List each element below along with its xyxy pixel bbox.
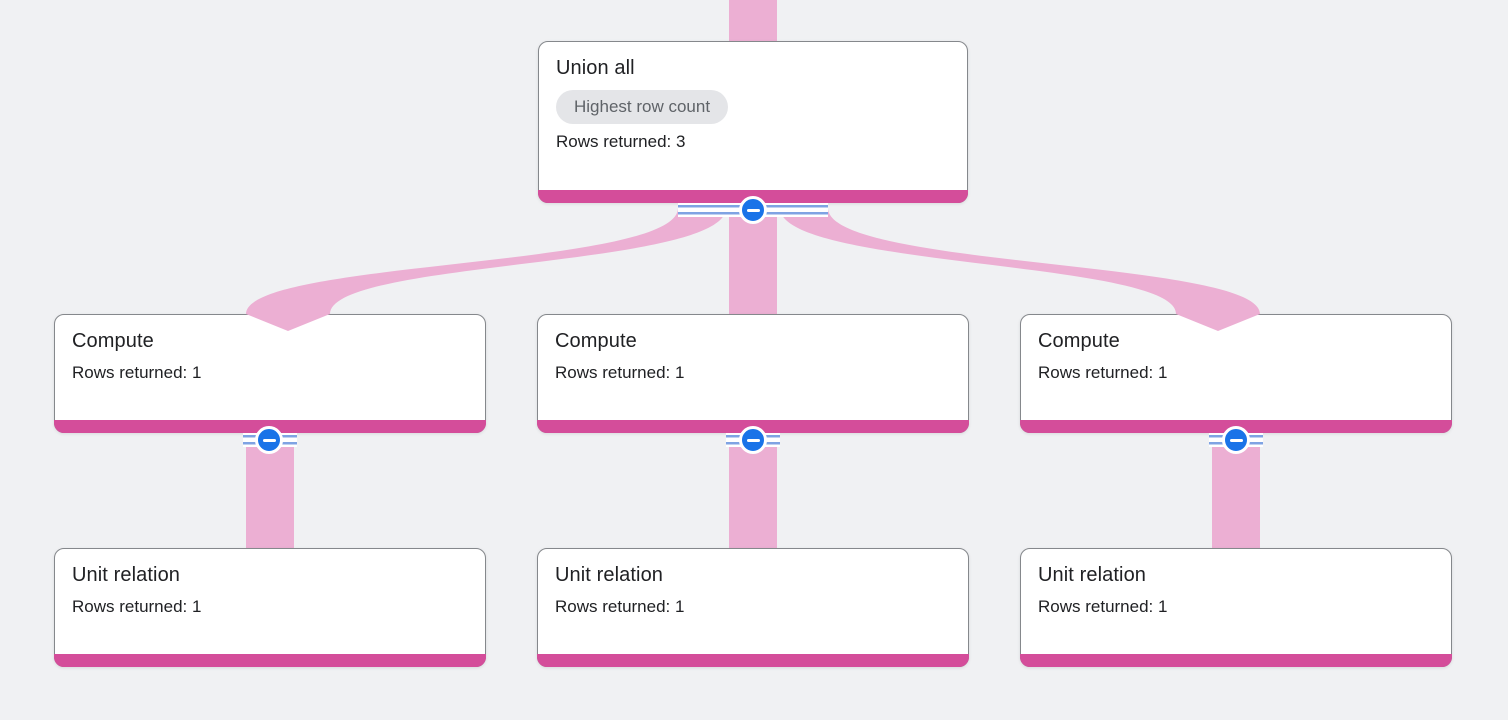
- edge-union-to-compute-1: [246, 208, 726, 331]
- collapse-compute-2-button[interactable]: [739, 426, 767, 454]
- node-bottom-bar: [537, 654, 969, 667]
- edge-compute-2-to-unit-2: [729, 445, 777, 552]
- node-title: Unit relation: [1038, 564, 1147, 586]
- rows-returned-label: Rows returned: 1: [1038, 597, 1168, 616]
- rows-returned-label: Rows returned: 1: [555, 363, 685, 382]
- edge-compute-3-to-unit-3: [1212, 445, 1260, 552]
- node-title: Unit relation: [72, 564, 181, 586]
- node-bottom-bar: [1020, 654, 1452, 667]
- collapse-compute-3-button[interactable]: [1222, 426, 1250, 454]
- node-title: Compute: [1038, 330, 1120, 352]
- node-unit-relation-2[interactable]: Unit relation Rows returned: 1: [537, 548, 969, 667]
- minus-icon: [1229, 438, 1243, 442]
- node-compute-2[interactable]: Compute Rows returned: 1: [537, 314, 969, 433]
- node-title: Compute: [72, 330, 154, 352]
- minus-icon: [746, 208, 760, 212]
- rows-returned-label: Rows returned: 1: [555, 597, 685, 616]
- edge-union-to-compute-2: [729, 205, 777, 320]
- highest-row-count-badge: Highest row count: [556, 90, 729, 124]
- rows-returned-label: Rows returned: 1: [1038, 363, 1168, 382]
- rows-returned-label: Rows returned: 1: [72, 363, 202, 382]
- collapse-union-all-button[interactable]: [739, 196, 767, 224]
- collapse-compute-1-button[interactable]: [255, 426, 283, 454]
- minus-icon: [262, 438, 276, 442]
- node-title: Unit relation: [555, 564, 664, 586]
- edge-root-input: [729, 0, 777, 50]
- node-union-all[interactable]: Union all Highest row count Rows returne…: [538, 41, 968, 203]
- rows-returned-label: Rows returned: 1: [72, 597, 202, 616]
- node-unit-relation-1[interactable]: Unit relation Rows returned: 1: [54, 548, 486, 667]
- node-title: Compute: [555, 330, 637, 352]
- node-title: Union all: [556, 57, 635, 79]
- edge-compute-1-to-unit-1: [246, 445, 294, 552]
- node-unit-relation-3[interactable]: Unit relation Rows returned: 1: [1020, 548, 1452, 667]
- rows-returned-label: Rows returned: 3: [556, 132, 686, 151]
- minus-icon: [746, 438, 760, 442]
- node-bottom-bar: [54, 654, 486, 667]
- edge-union-to-compute-3: [780, 208, 1260, 331]
